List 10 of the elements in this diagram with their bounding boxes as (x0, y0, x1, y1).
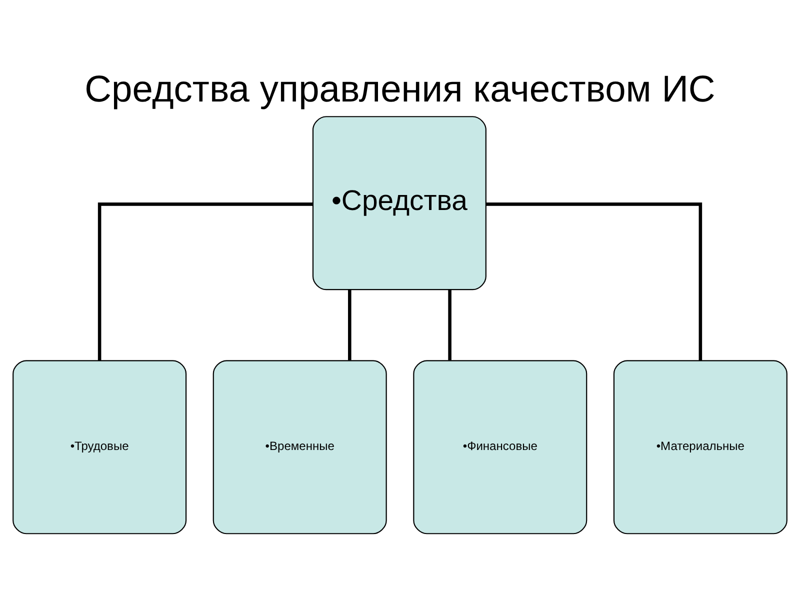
node-box: •Средства (312, 116, 486, 290)
connector (448, 289, 452, 360)
connector (486, 202, 702, 360)
node-box: •Финансовые (413, 360, 588, 534)
connector (98, 202, 313, 360)
connector (348, 289, 352, 360)
diagram-title: Средства управления качеством ИС (84, 67, 716, 110)
node-box: •Трудовые (12, 360, 187, 534)
node-box: •Временные (212, 360, 387, 534)
node-box: •Материальные (613, 360, 788, 534)
